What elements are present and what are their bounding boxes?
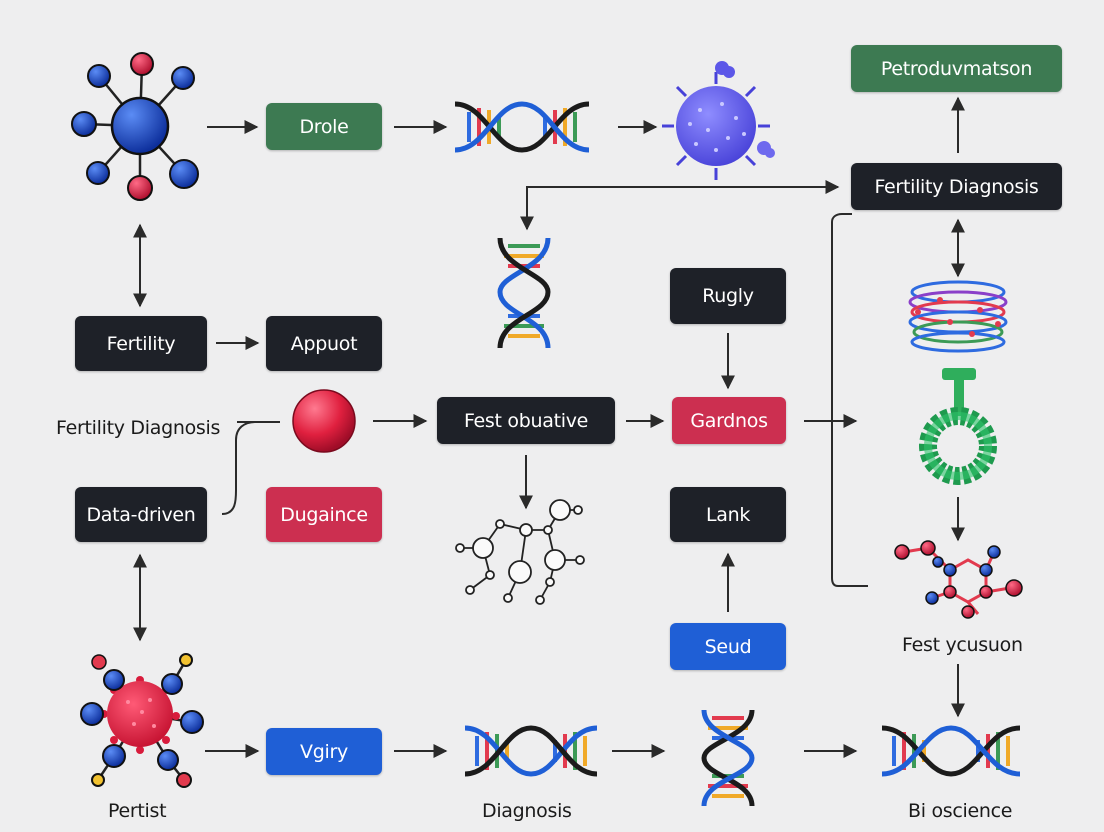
bracket-right-column xyxy=(831,213,868,587)
dna-helix-icon xyxy=(454,101,590,153)
pathogen-cell-icon xyxy=(80,653,204,788)
connector-arrows xyxy=(133,96,965,758)
arrow-to-fertility-diagnosis xyxy=(526,180,840,228)
protein-coil-icon xyxy=(908,280,1008,353)
diagnosis-label: Diagnosis xyxy=(482,800,572,822)
virus-particle-icon xyxy=(662,61,775,180)
pertist-label: Pertist xyxy=(108,800,167,822)
fest-obuative-box: Fest obuative xyxy=(437,397,615,444)
dna-helix-icon xyxy=(497,237,551,349)
molecule-hub-icon xyxy=(71,52,199,201)
data-driven-box: Data-driven xyxy=(75,487,207,542)
dugaince-box: Dugaince xyxy=(266,487,382,542)
dna-helix-icon xyxy=(881,725,1021,777)
fertility-diagnosis-label: Fertility Diagnosis xyxy=(56,417,221,439)
petroduvmatson-box: Petroduvmatson xyxy=(851,45,1062,92)
vgiry-box: Vgiry xyxy=(266,728,382,775)
molecule-network-icon xyxy=(455,499,585,605)
fest-ycusuon-label: Fest ycusuon xyxy=(902,634,1023,656)
bracket-data-driven xyxy=(221,421,280,515)
bioscience-label: Bi oscience xyxy=(908,800,1013,822)
gardnos-box: Gardnos xyxy=(672,397,786,444)
lank-box: Lank xyxy=(670,487,786,542)
appuot-box: Appuot xyxy=(266,316,382,371)
fertility-diagnosis-box: Fertility Diagnosis xyxy=(851,163,1062,210)
seud-box: Seud xyxy=(670,623,786,670)
protein-ring-icon xyxy=(919,368,997,485)
drole-box: Drole xyxy=(266,103,382,150)
fertility-box: Fertility xyxy=(75,316,207,371)
hexagon-molecule-icon xyxy=(894,540,1023,619)
rugly-box: Rugly xyxy=(670,268,786,324)
red-sphere-icon xyxy=(292,389,356,453)
dna-helix-icon xyxy=(701,709,755,807)
dna-helix-icon xyxy=(464,725,598,777)
